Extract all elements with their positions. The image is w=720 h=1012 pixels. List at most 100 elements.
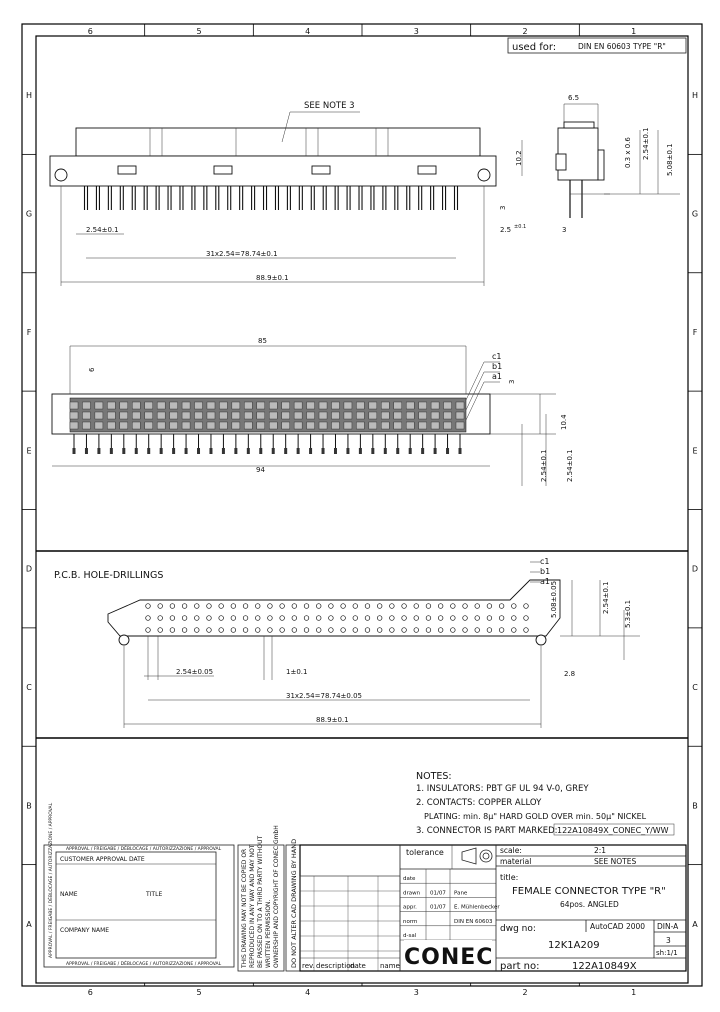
- zone-column-label: 1: [631, 988, 636, 997]
- dim-end-width: 6.5: [568, 94, 579, 102]
- pcb-dim-row2: 2.54±0.1: [602, 581, 610, 614]
- dim-pitch-total: 31x2.54=78.74±0.1: [206, 250, 278, 258]
- zone-row-label: C: [26, 683, 32, 692]
- note-line-3: PLATING: min. 8µ" HARD GOLD OVER min. 50…: [424, 812, 647, 821]
- dim-end-depth: 0.3 x 0.6: [624, 137, 632, 168]
- zone-column-label: 4: [305, 27, 310, 36]
- legal-line-3: BE PASSED ON TO A THIRD PARTY WITHOUT: [257, 836, 264, 968]
- zone-column-label: 2: [522, 988, 527, 997]
- conec-logo: CONEC: [404, 945, 493, 970]
- title-block: tolerance scale: 2:1 material SEE NOTES …: [299, 844, 687, 972]
- zone-column-label: 6: [88, 27, 93, 36]
- used-for-value: DIN EN 60603 TYPE "R": [578, 42, 666, 51]
- pcb-hole-right: [535, 634, 547, 646]
- rev-header: rev.: [302, 962, 315, 970]
- pcb-hole-left: [118, 634, 130, 646]
- zone-column-label: 1: [631, 27, 636, 36]
- projection-symbol-icon: [461, 847, 493, 865]
- zone-columns-top: 6 5 4 3 2 1: [88, 24, 636, 36]
- top-view: 85 94 6 c1 b1 a1 3 10.4 2.54±0.1 2.54±0.…: [51, 337, 574, 486]
- subtitle-value: 64pos. ANGLED: [560, 900, 619, 909]
- approval-title: TITLE: [145, 891, 162, 898]
- top-row-a1: a1: [492, 372, 502, 381]
- pcb-outline: [107, 579, 561, 637]
- tb-row-label: d-sal: [403, 933, 417, 939]
- pcb-drill-holes: [145, 603, 529, 633]
- tolerance-label: tolerance: [406, 848, 444, 857]
- dim-edge-tol: ±0.1: [514, 224, 526, 230]
- zone-row-label: A: [692, 920, 698, 929]
- zone-row-label: H: [26, 91, 32, 100]
- approval-bottom-text: APPROVAL / FREIGABE / DÉBLOCAGE / AUTORI…: [66, 959, 222, 967]
- top-view-pins: [72, 434, 462, 454]
- dim-end-row-pitch: 5.08±0.1: [666, 143, 674, 176]
- rev-header: date: [350, 962, 366, 970]
- dim-pin-len: 3: [499, 206, 507, 210]
- zone-row-label: C: [692, 683, 698, 692]
- din-size: 3: [666, 936, 671, 945]
- zone-row-label: B: [26, 801, 32, 810]
- material-label: material: [500, 857, 531, 866]
- dim-top-row-pitch2: 2.54±0.1: [566, 449, 574, 482]
- zone-row-label: F: [693, 328, 698, 337]
- note-line-2: 2. CONTACTS: COPPER ALLOY: [416, 798, 542, 808]
- approval-frame: [43, 844, 235, 968]
- tb-row-label: drawn: [403, 890, 421, 896]
- dim-pitch: 2.54±0.1: [86, 226, 119, 234]
- latch-window-2: [213, 165, 233, 175]
- dim-top-total: 94: [256, 466, 265, 474]
- tb-row-label: date: [403, 876, 416, 882]
- zone-column-label: 2: [522, 27, 527, 36]
- zone-column-label: 6: [88, 988, 93, 997]
- zone-column-label: 3: [414, 27, 419, 36]
- mounting-hole-right: [477, 168, 491, 182]
- side-view-pins: [83, 186, 459, 210]
- zone-row-label: G: [26, 210, 32, 219]
- pcb-row-b1: b1: [540, 567, 550, 576]
- see-note-label: SEE NOTE 3: [304, 101, 355, 111]
- top-view-contacts: [69, 401, 465, 430]
- sheet-value: sh:1/1: [656, 949, 678, 957]
- top-row-c1: c1: [492, 352, 502, 361]
- notes-block: NOTES: 1. INSULATORS: PBT GF UL 94 V-0, …: [416, 771, 675, 836]
- legal-line-1: THIS DRAWING MAY NOT BE COPIED OR: [241, 849, 248, 969]
- pcb-title: P.C.B. HOLE-DRILLINGS: [54, 570, 163, 581]
- title-value: FEMALE CONNECTOR TYPE "R": [512, 886, 666, 897]
- approval-inner-frame: [55, 851, 217, 959]
- pcb-dim-one: 1±0.1: [286, 668, 307, 676]
- zone-row-label: A: [26, 920, 32, 929]
- tb-row-name: E. Mühlenbecker: [454, 905, 500, 911]
- zone-row-label: E: [26, 446, 31, 455]
- tb-row-label: norm: [403, 919, 417, 925]
- legal-line-2: REPRODUCED IN ANY WAY AND MAY NOT: [249, 844, 256, 968]
- zone-row-label: D: [26, 565, 32, 574]
- scale-value: 2:1: [594, 846, 606, 855]
- scale-label: scale:: [500, 846, 522, 855]
- part-value: 122A10849X: [572, 961, 637, 972]
- side-view: SEE NOTE 3 2.54±0.1 31x2.54=78.74±0.1 88…: [49, 101, 526, 286]
- zone-row-label: D: [692, 565, 698, 574]
- title-label: title:: [500, 873, 518, 882]
- cad-value: AutoCAD 2000: [590, 922, 645, 931]
- logo-area: [404, 940, 492, 968]
- dim-height-top: 10.2: [515, 150, 523, 166]
- dim-end-foot: 3: [562, 226, 566, 234]
- rev-header: description: [316, 962, 355, 970]
- pcb-dim-row1: 5.08±0.05: [550, 581, 558, 618]
- legal-block: THIS DRAWING MAY NOT BE COPIED OR REPROD…: [237, 825, 301, 972]
- zone-column-label: 5: [196, 27, 201, 36]
- pcb-dim-overall: 88.9±0.1: [316, 716, 349, 724]
- legal-warning: DO NOT ALTER CAD DRAWING BY HAND: [290, 839, 298, 968]
- tb-row-name: DIN EN 60603: [454, 919, 493, 925]
- dim-top-length: 85: [258, 337, 267, 345]
- tb-row-label: appr.: [403, 905, 417, 911]
- dim-top-offset: 6: [88, 367, 96, 372]
- company-name: COMPANY NAME: [60, 927, 109, 934]
- approval-top-text: APPROVAL / FREIGABE / DÉBLOCAGE / AUTORI…: [66, 844, 222, 852]
- dim-top-small: 3: [508, 380, 516, 384]
